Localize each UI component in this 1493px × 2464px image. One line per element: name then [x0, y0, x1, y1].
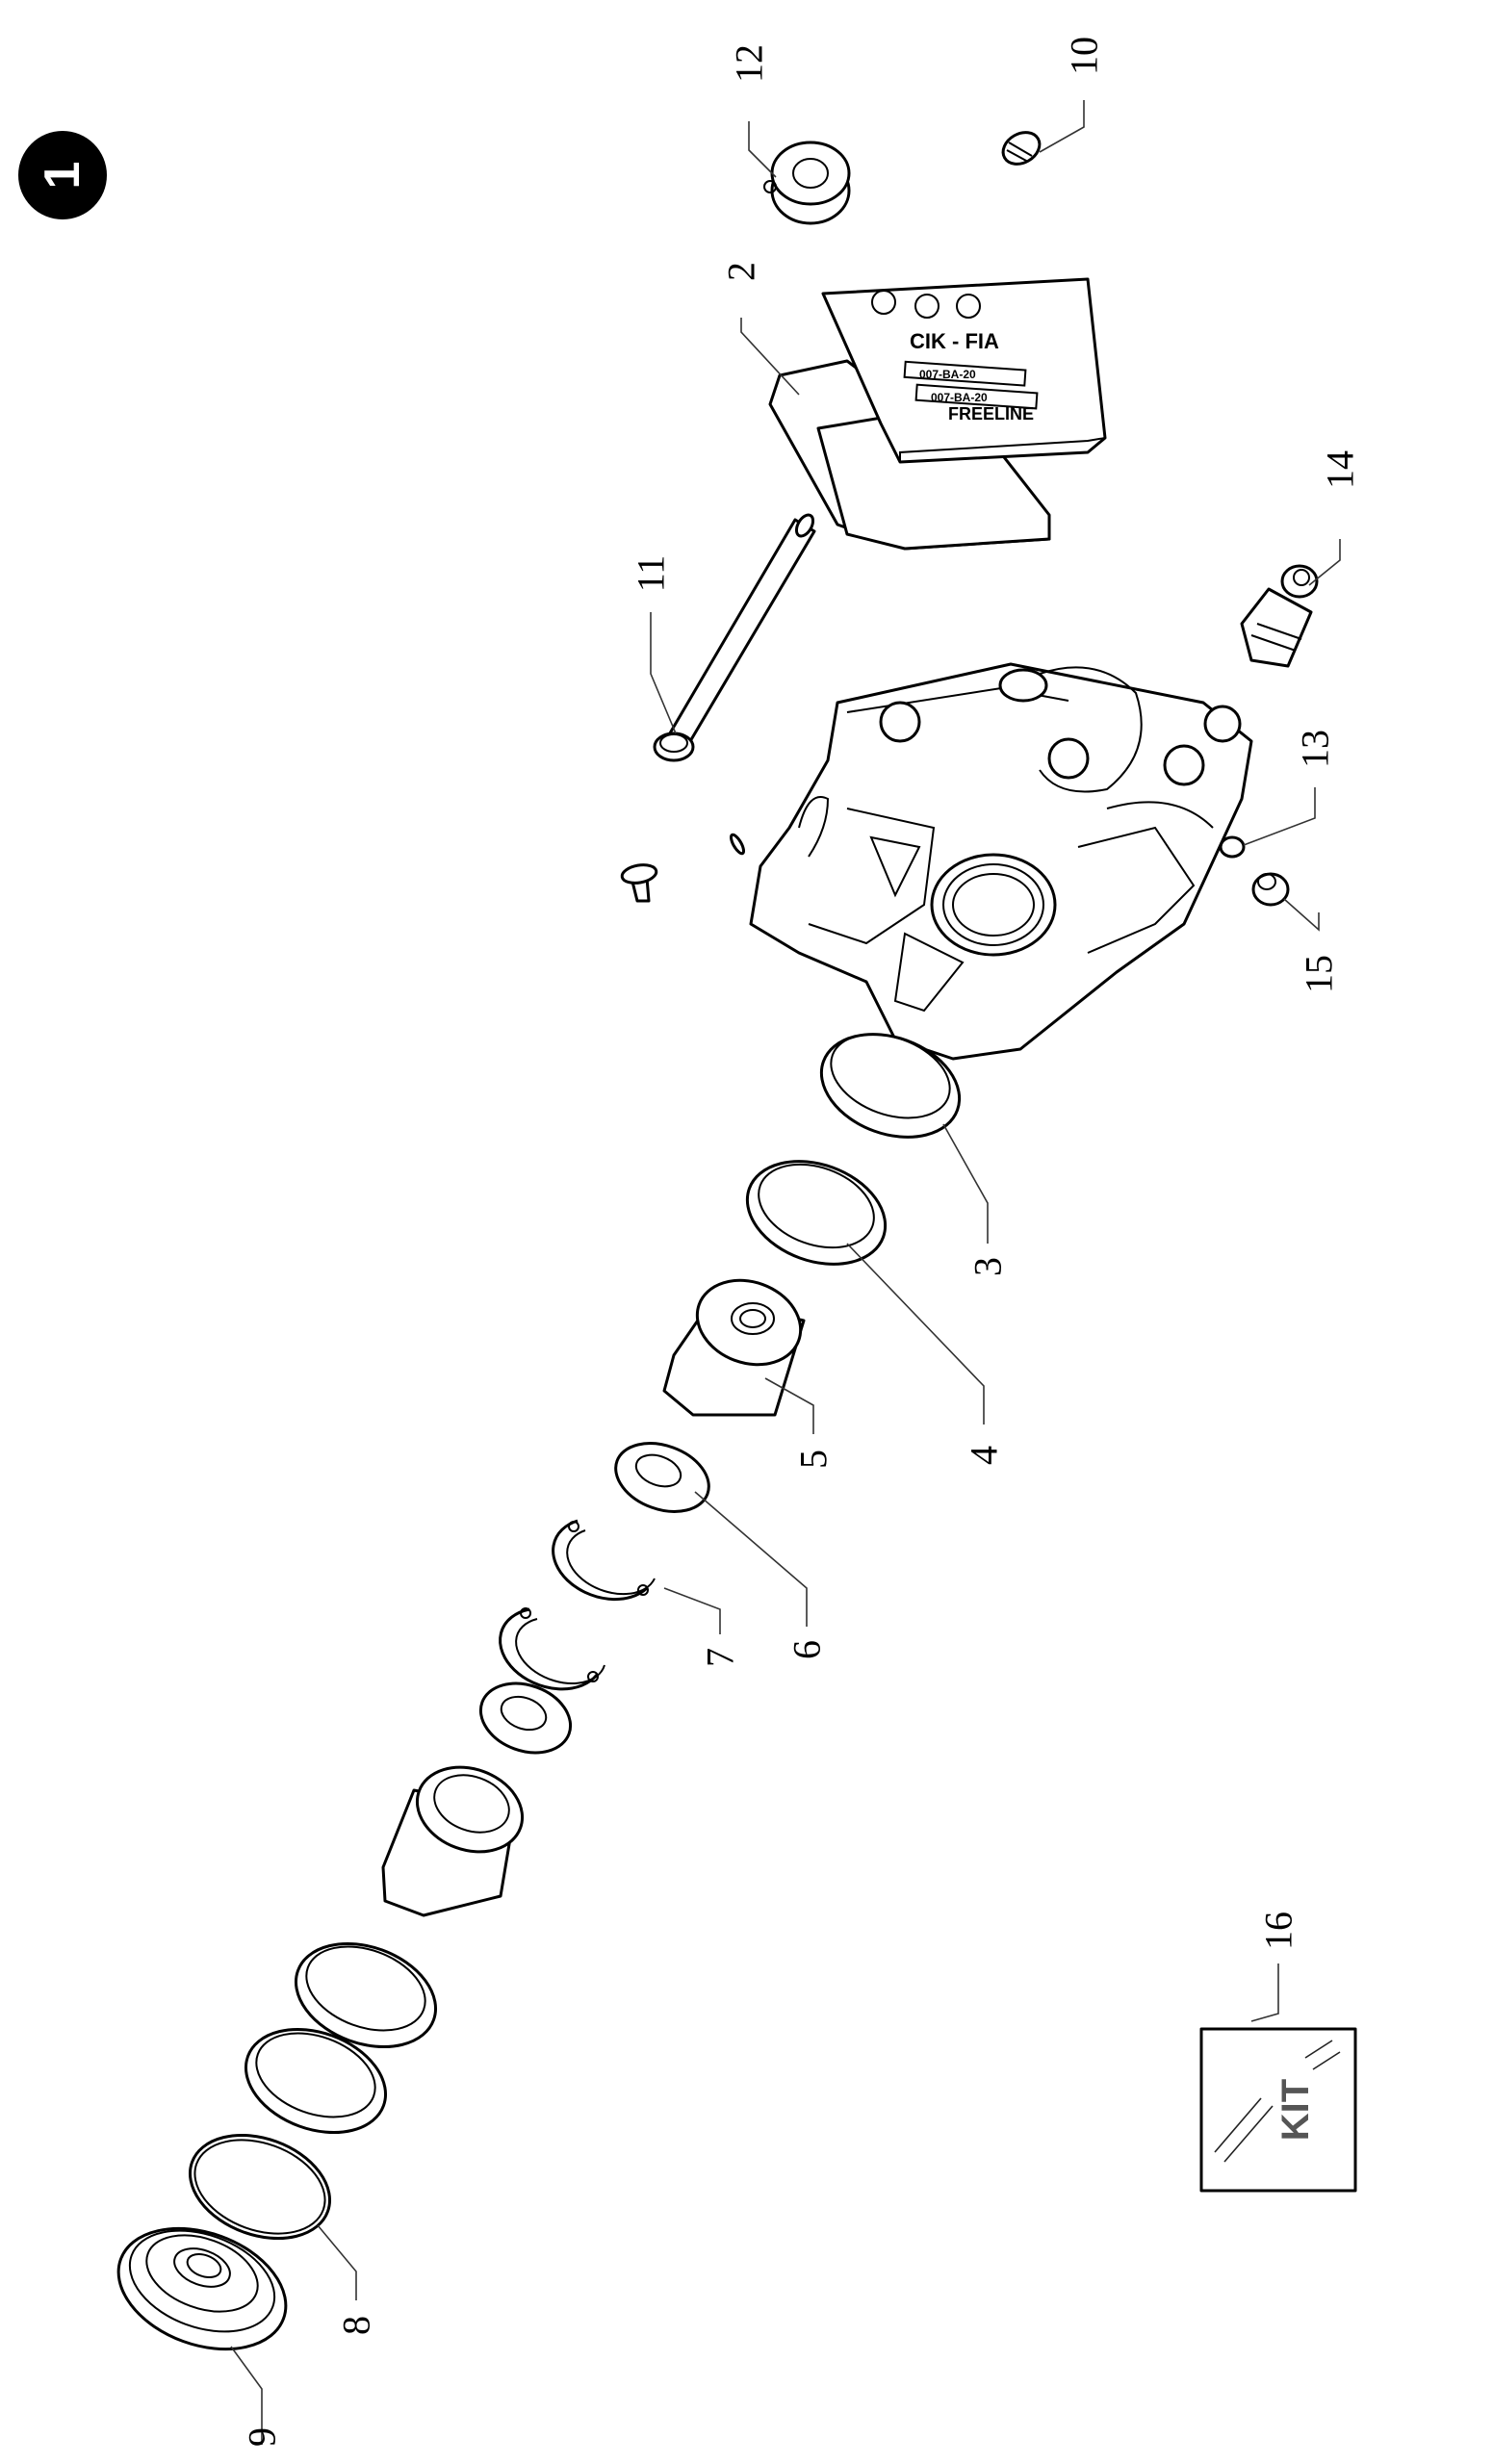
small-washer [478, 1681, 573, 1755]
pad-model: FREELINE [948, 404, 1034, 424]
callout-5: 5 [792, 1450, 836, 1469]
part-7-circlip-b [499, 1607, 605, 1691]
part-11-pin [653, 513, 816, 762]
callout-14: 14 [1319, 450, 1362, 489]
part-16-kit-box: KIT [1199, 2027, 1357, 2193]
part-15-cap [1251, 872, 1290, 907]
part-8-o-ring [188, 2133, 332, 2241]
pad-code-2: 007-BA-20 [931, 391, 988, 404]
callout-4: 4 [963, 1446, 1006, 1465]
page-number-badge: 1 [18, 131, 107, 219]
callout-16: 16 [1257, 1912, 1300, 1950]
piston-second [381, 1765, 525, 1917]
caliper-body [749, 662, 1253, 1061]
page-number: 1 [35, 162, 90, 190]
part-5-piston [662, 1278, 806, 1417]
part-3-seal [819, 1033, 962, 1139]
seal-ring-a [294, 1941, 438, 2049]
part-13-ring [1219, 835, 1246, 859]
callout-numbers: 12 10 2 11 14 13 15 3 4 5 6 7 8 9 16 [241, 37, 1362, 2447]
part-12-collar [763, 141, 851, 225]
part-10-clip [1001, 131, 1042, 166]
part-7-circlip-a [552, 1519, 656, 1602]
callout-7: 7 [699, 1648, 742, 1667]
callout-2: 2 [720, 262, 763, 281]
part-2-brake-pads: CIK - FIA 007-BA-20 007-BA-20 FREELINE [768, 277, 1107, 551]
small-screw [620, 863, 658, 903]
pad-code-1: 007-BA-20 [919, 368, 976, 381]
pad-brand: CIK - FIA [910, 329, 999, 353]
leader-lines [230, 100, 1341, 2445]
part-4-dust-seal [745, 1160, 888, 1266]
part-14-bleed-nipple [1240, 564, 1319, 668]
callout-11: 11 [630, 555, 673, 593]
callout-6: 6 [785, 1640, 829, 1659]
part-6-washer [614, 1442, 710, 1513]
kit-label: KIT [1274, 2079, 1317, 2141]
callout-9: 9 [241, 2427, 284, 2447]
callout-12: 12 [728, 44, 771, 83]
seal-ring-b [244, 2027, 388, 2135]
callout-8: 8 [335, 2316, 378, 2335]
part-9-cap [116, 2226, 288, 2351]
callout-10: 10 [1063, 37, 1106, 75]
small-clip [730, 833, 745, 856]
callout-3: 3 [966, 1257, 1010, 1276]
callout-15: 15 [1298, 955, 1341, 993]
callout-13: 13 [1294, 730, 1337, 768]
